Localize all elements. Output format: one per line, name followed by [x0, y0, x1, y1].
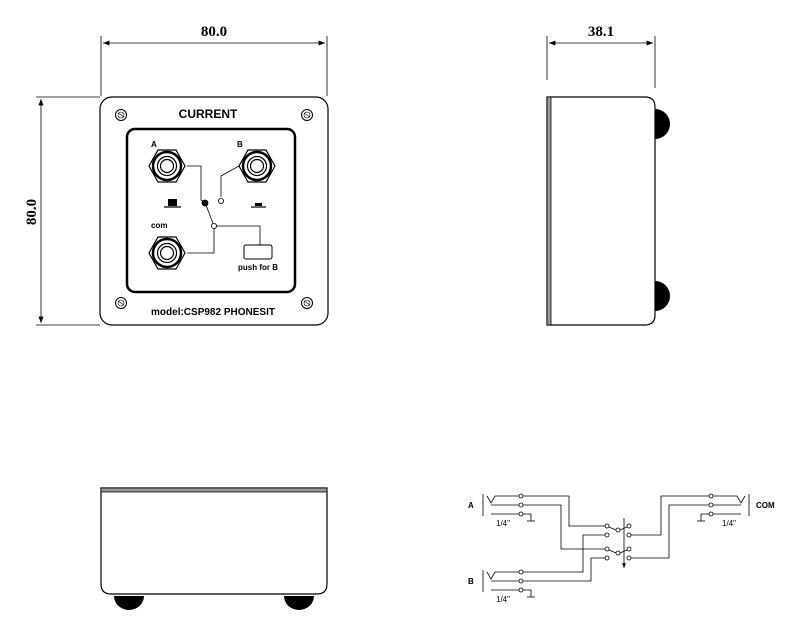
position-indicator-b — [255, 203, 262, 206]
jack-b-label: B — [237, 140, 243, 149]
screw-top-right — [301, 109, 313, 121]
height-dimension — [36, 96, 100, 326]
schematic-jack-b-size: 1/4" — [496, 595, 510, 604]
schematic-jack-b — [482, 569, 535, 598]
position-indicators — [164, 199, 266, 208]
schematic-switch — [604, 518, 632, 568]
schematic-label-a: A — [468, 501, 474, 510]
width-dimension — [100, 36, 328, 96]
width-dimension-value: 80.0 — [201, 24, 227, 40]
jack-a-label: A — [151, 140, 157, 149]
schematic-label-com: COM — [756, 501, 775, 510]
screw-top-left — [115, 109, 127, 121]
depth-dimension-value: 38.1 — [588, 24, 614, 40]
schematic-jack-com-size: 1/4" — [722, 519, 736, 528]
front-view: 80.0 80.0 — [24, 24, 329, 326]
side-foot-top — [655, 109, 670, 139]
depth-dimension — [546, 36, 656, 88]
push-button-label: push for B — [238, 263, 278, 272]
bottom-foot-left — [114, 596, 144, 610]
bottom-face-plate — [100, 487, 328, 493]
position-indicator-a — [168, 199, 177, 206]
jack-com-label: com — [151, 221, 167, 230]
schematic-jack-a — [482, 493, 535, 522]
screw-bottom-left — [115, 297, 127, 309]
side-foot-bottom — [655, 281, 670, 311]
schematic-wires — [523, 495, 709, 582]
schematic-label-b: B — [468, 577, 474, 586]
side-face-plate — [546, 96, 552, 326]
bottom-view — [100, 487, 328, 610]
push-button — [243, 244, 273, 260]
model-label: model:CSP982 PHONESIT — [151, 307, 275, 318]
height-dimension-value: 80.0 — [24, 199, 40, 225]
corner-screws — [115, 109, 313, 309]
switch-symbol — [187, 165, 261, 254]
jack-com — [148, 236, 186, 270]
bottom-foot-right — [284, 596, 314, 610]
jack-a — [148, 149, 186, 183]
screw-bottom-right — [301, 297, 313, 309]
wiring-schematic — [482, 493, 750, 598]
schematic-jack-a-size: 1/4" — [496, 519, 510, 528]
panel-title: CURRENT — [179, 107, 238, 121]
schematic-jack-com — [697, 493, 750, 522]
side-body — [546, 96, 656, 326]
bottom-body — [100, 487, 328, 595]
side-view: 38.1 — [546, 24, 670, 326]
